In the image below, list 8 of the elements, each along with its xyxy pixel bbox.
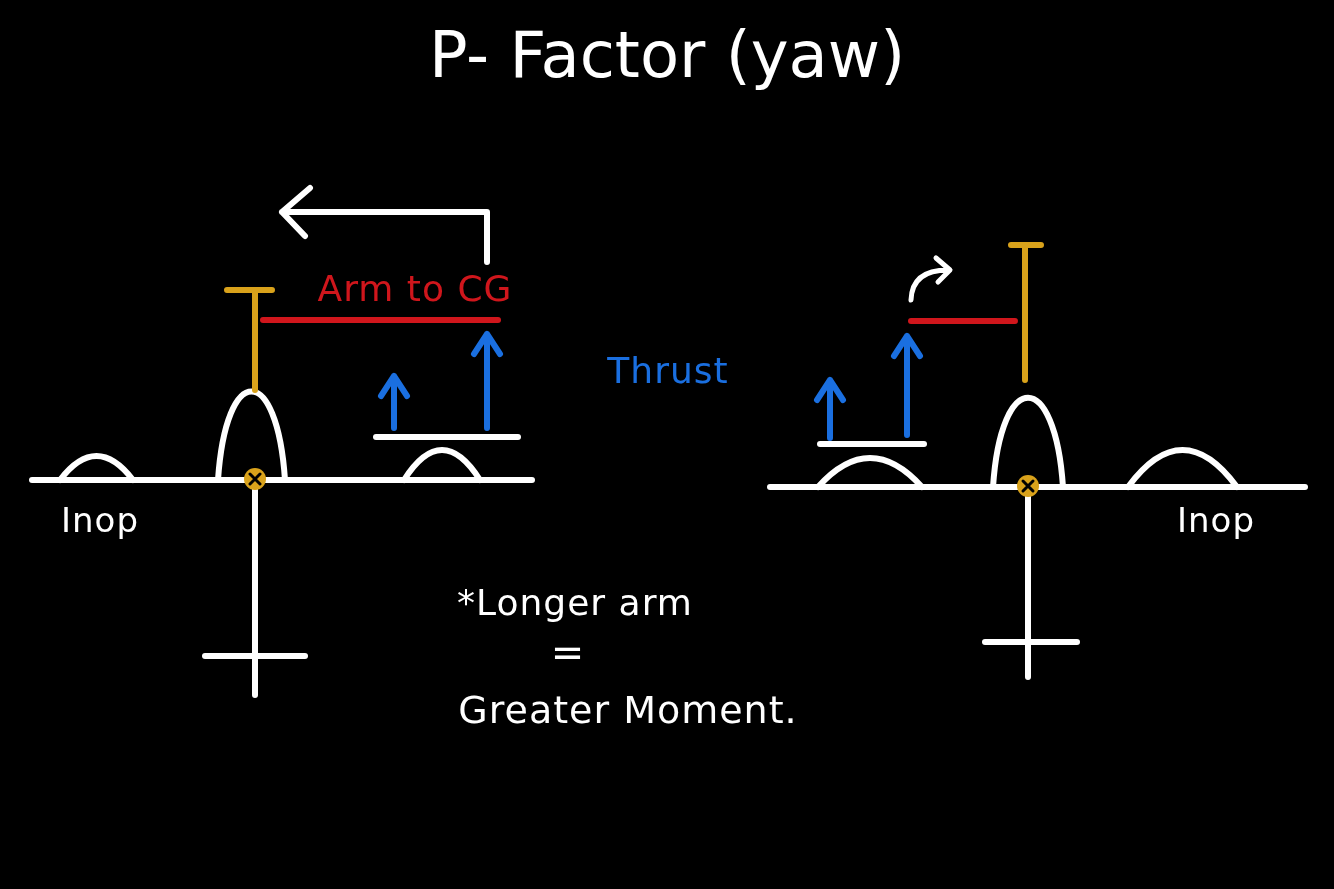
label-text: Inop (1177, 500, 1255, 540)
label-text: Thrust (607, 349, 729, 391)
label-text: = (550, 629, 586, 675)
label-text: Greater Moment. (458, 688, 798, 732)
label-text: Arm to CG (317, 267, 513, 309)
title: P- Factor (yaw) (428, 18, 906, 92)
label-text: *Longer arm (457, 581, 693, 623)
label-text: Inop (61, 500, 139, 540)
